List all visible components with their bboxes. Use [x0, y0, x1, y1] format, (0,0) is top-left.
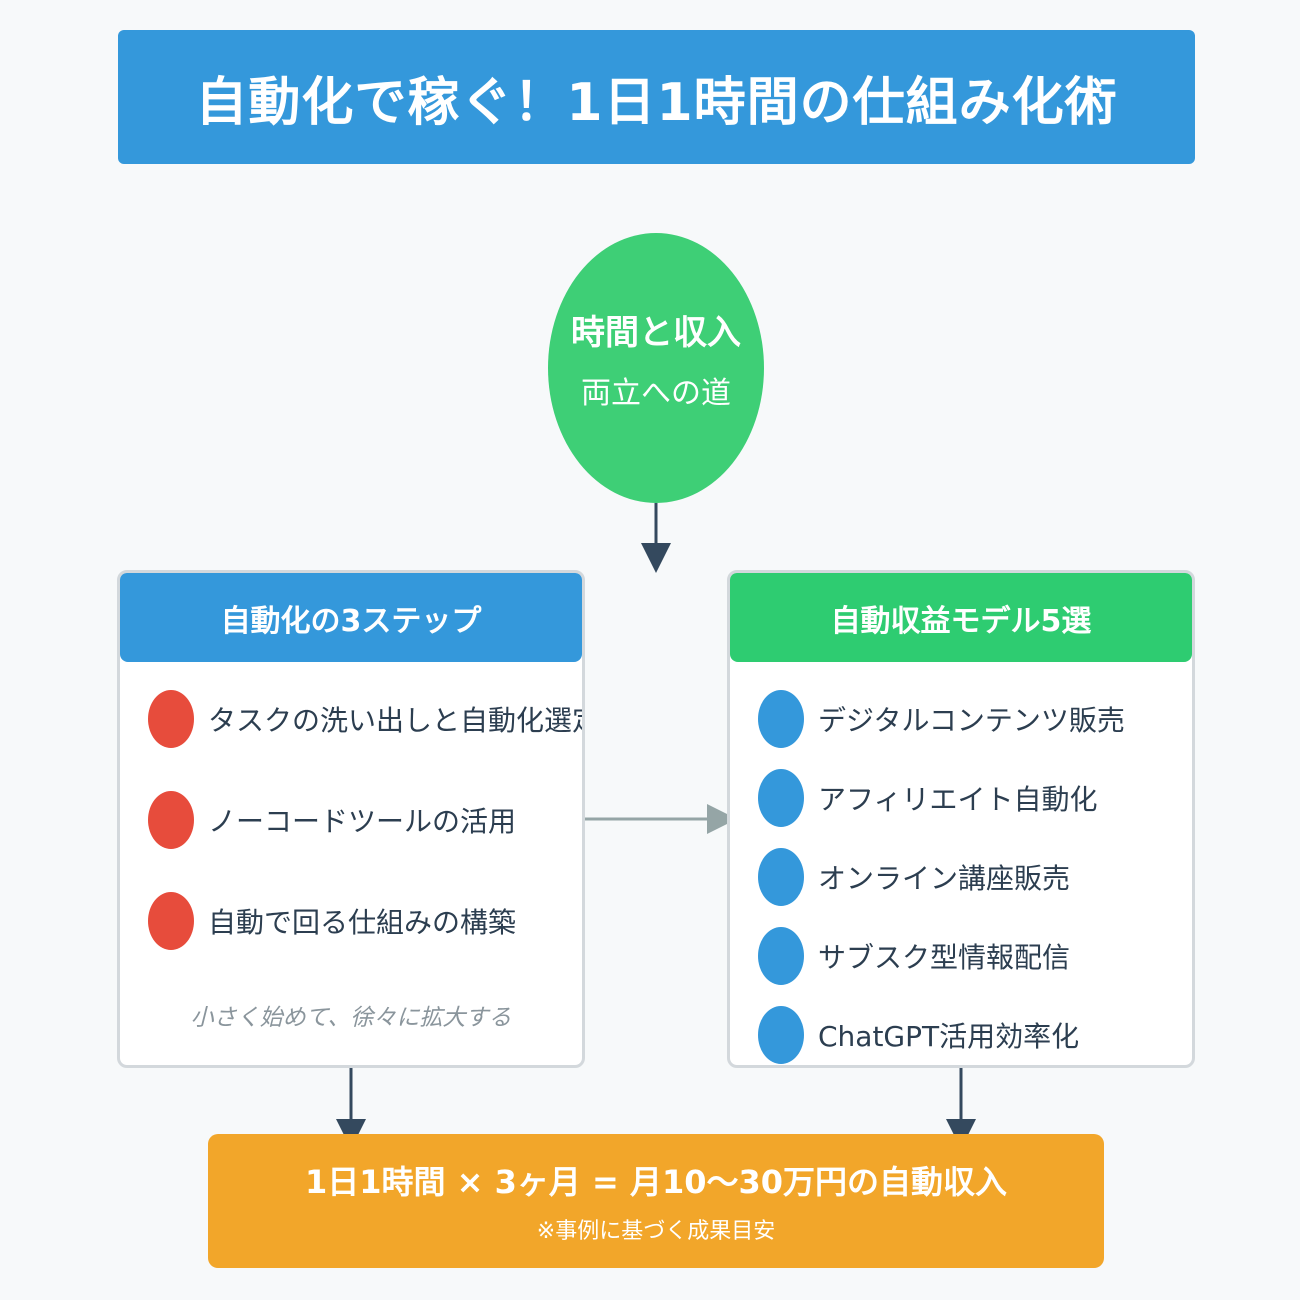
model-bullet: [758, 1006, 804, 1064]
result-main: 1日1時間 × 3ヶ月 = 月10〜30万円の自動収入: [304, 1163, 1008, 1201]
model-label: アフィリエイト自動化: [818, 783, 1098, 816]
step-item: 自動で回る仕組みの構築: [148, 892, 516, 950]
model-item: ChatGPT活用効率化: [758, 1006, 1079, 1064]
model-bullet: [758, 848, 804, 906]
step-label: タスクの洗い出しと自動化選定: [208, 704, 585, 737]
model-bullet: [758, 927, 804, 985]
model-label: オンライン講座販売: [818, 862, 1071, 895]
step-item: タスクの洗い出しと自動化選定: [148, 690, 585, 748]
model-item: オンライン講座販売: [758, 848, 1070, 906]
steps-box: 自動化の3ステップ タスクの洗い出しと自動化選定 ノーコードツールの活用 自動で…: [117, 570, 585, 1068]
model-item: デジタルコンテンツ販売: [758, 690, 1125, 748]
models-header: 自動収益モデル5選: [730, 573, 1192, 662]
model-bullet: [758, 769, 804, 827]
steps-note: 小さく始めて、徐々に拡大する: [190, 1005, 512, 1031]
model-label: サブスク型情報配信: [818, 941, 1071, 974]
model-label: デジタルコンテンツ販売: [818, 704, 1125, 737]
result-box: 1日1時間 × 3ヶ月 = 月10〜30万円の自動収入 ※事例に基づく成果目安: [208, 1134, 1104, 1268]
center-goal-sub: 両立への道: [581, 375, 731, 411]
model-label: ChatGPT活用効率化: [818, 1020, 1080, 1053]
center-goal-node: 時間と収入 両立への道: [548, 233, 764, 503]
step-bullet: [148, 690, 194, 748]
step-label: ノーコードツールの活用: [208, 805, 517, 838]
page-title: 自動化で稼ぐ！1日1時間の仕組み化術: [195, 72, 1118, 133]
model-item: アフィリエイト自動化: [758, 769, 1097, 827]
step-bullet: [148, 892, 194, 950]
steps-header: 自動化の3ステップ: [120, 573, 582, 662]
model-bullet: [758, 690, 804, 748]
step-bullet: [148, 791, 194, 849]
title-banner: 自動化で稼ぐ！1日1時間の仕組み化術: [118, 30, 1195, 164]
models-box: 自動収益モデル5選 デジタルコンテンツ販売 アフィリエイト自動化 オンライン講座…: [727, 570, 1195, 1068]
step-item: ノーコードツールの活用: [148, 791, 516, 849]
center-goal-main: 時間と収入: [571, 312, 741, 353]
model-item: サブスク型情報配信: [758, 927, 1070, 985]
step-label: 自動で回る仕組みの構築: [208, 906, 517, 939]
result-note: ※事例に基づく成果目安: [536, 1219, 776, 1244]
